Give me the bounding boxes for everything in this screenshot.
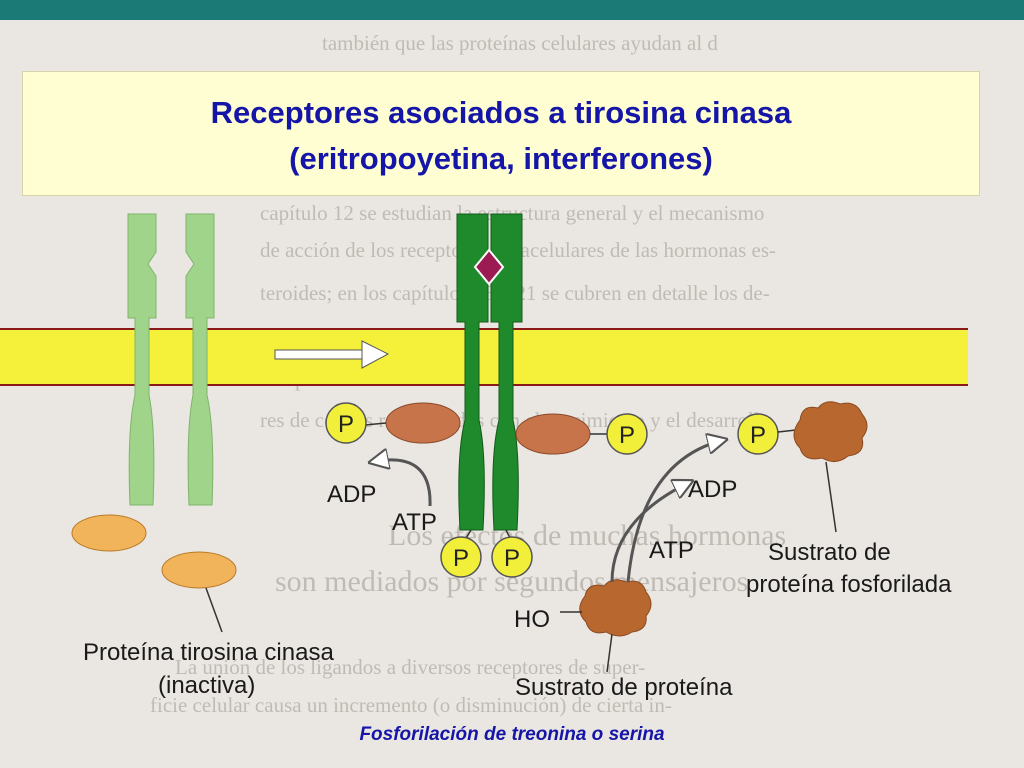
label-inactive-kinase-1: Proteína tirosina cinasa (83, 639, 334, 666)
inactive-kinase-2 (161, 551, 237, 589)
protein-substrate (579, 579, 652, 637)
kinase-left (385, 402, 461, 444)
title-box: Receptores asociados a tirosina cinasa (… (22, 71, 980, 196)
phosphate-group: P (737, 413, 779, 455)
page-title-line-2: (eritropoyetina, interferones) (289, 141, 713, 176)
label-phosphorylated-substrate-2: proteína fosforilada (746, 571, 952, 598)
atp-adp-arrow-right (610, 482, 690, 583)
background-text-line: también que las proteínas celulares ayud… (322, 31, 718, 55)
background-text-line: ficie celular causa un incremento (o dis… (150, 693, 672, 717)
svg-text:P: P (453, 545, 469, 572)
inactive-kinase-1 (71, 514, 147, 552)
label-adp-right: ADP (688, 476, 737, 503)
hormone-ligand (473, 248, 505, 286)
label-atp-right: ATP (649, 537, 694, 564)
phosphorylated-substrate (793, 401, 868, 462)
phosphate-group: P (491, 536, 533, 578)
activation-arrow (274, 340, 390, 369)
label-inactive-kinase-2: (inactiva) (158, 672, 255, 699)
slide-caption: Fosforilación de treonina o serina (359, 724, 665, 745)
top-accent-bar (0, 0, 1024, 20)
inactive-receptor (127, 213, 215, 506)
phosphate-group: P (325, 402, 367, 444)
label-atp-left: ATP (392, 509, 437, 536)
label-adp-left: ADP (327, 481, 376, 508)
phosphorylation-arrow (626, 440, 724, 583)
phosphate-group: P (440, 536, 482, 578)
phosphate-group: P (606, 413, 648, 455)
page-title-line-1: Receptores asociados a tirosina cinasa (210, 95, 792, 130)
label-ho: HO (514, 606, 550, 633)
label-phosphorylated-substrate-1: Sustrato de (768, 539, 891, 566)
svg-text:P: P (338, 411, 354, 438)
label-protein-substrate: Sustrato de proteína (515, 674, 733, 701)
active-receptor (456, 213, 523, 531)
kinase-right (515, 413, 591, 455)
svg-text:P: P (504, 545, 520, 572)
background-text-line: La unión de los ligandos a diversos rece… (175, 655, 646, 679)
svg-text:P: P (619, 422, 635, 449)
cell-membrane (0, 328, 968, 386)
atp-adp-arrow-left (372, 460, 432, 507)
svg-text:P: P (750, 422, 766, 449)
